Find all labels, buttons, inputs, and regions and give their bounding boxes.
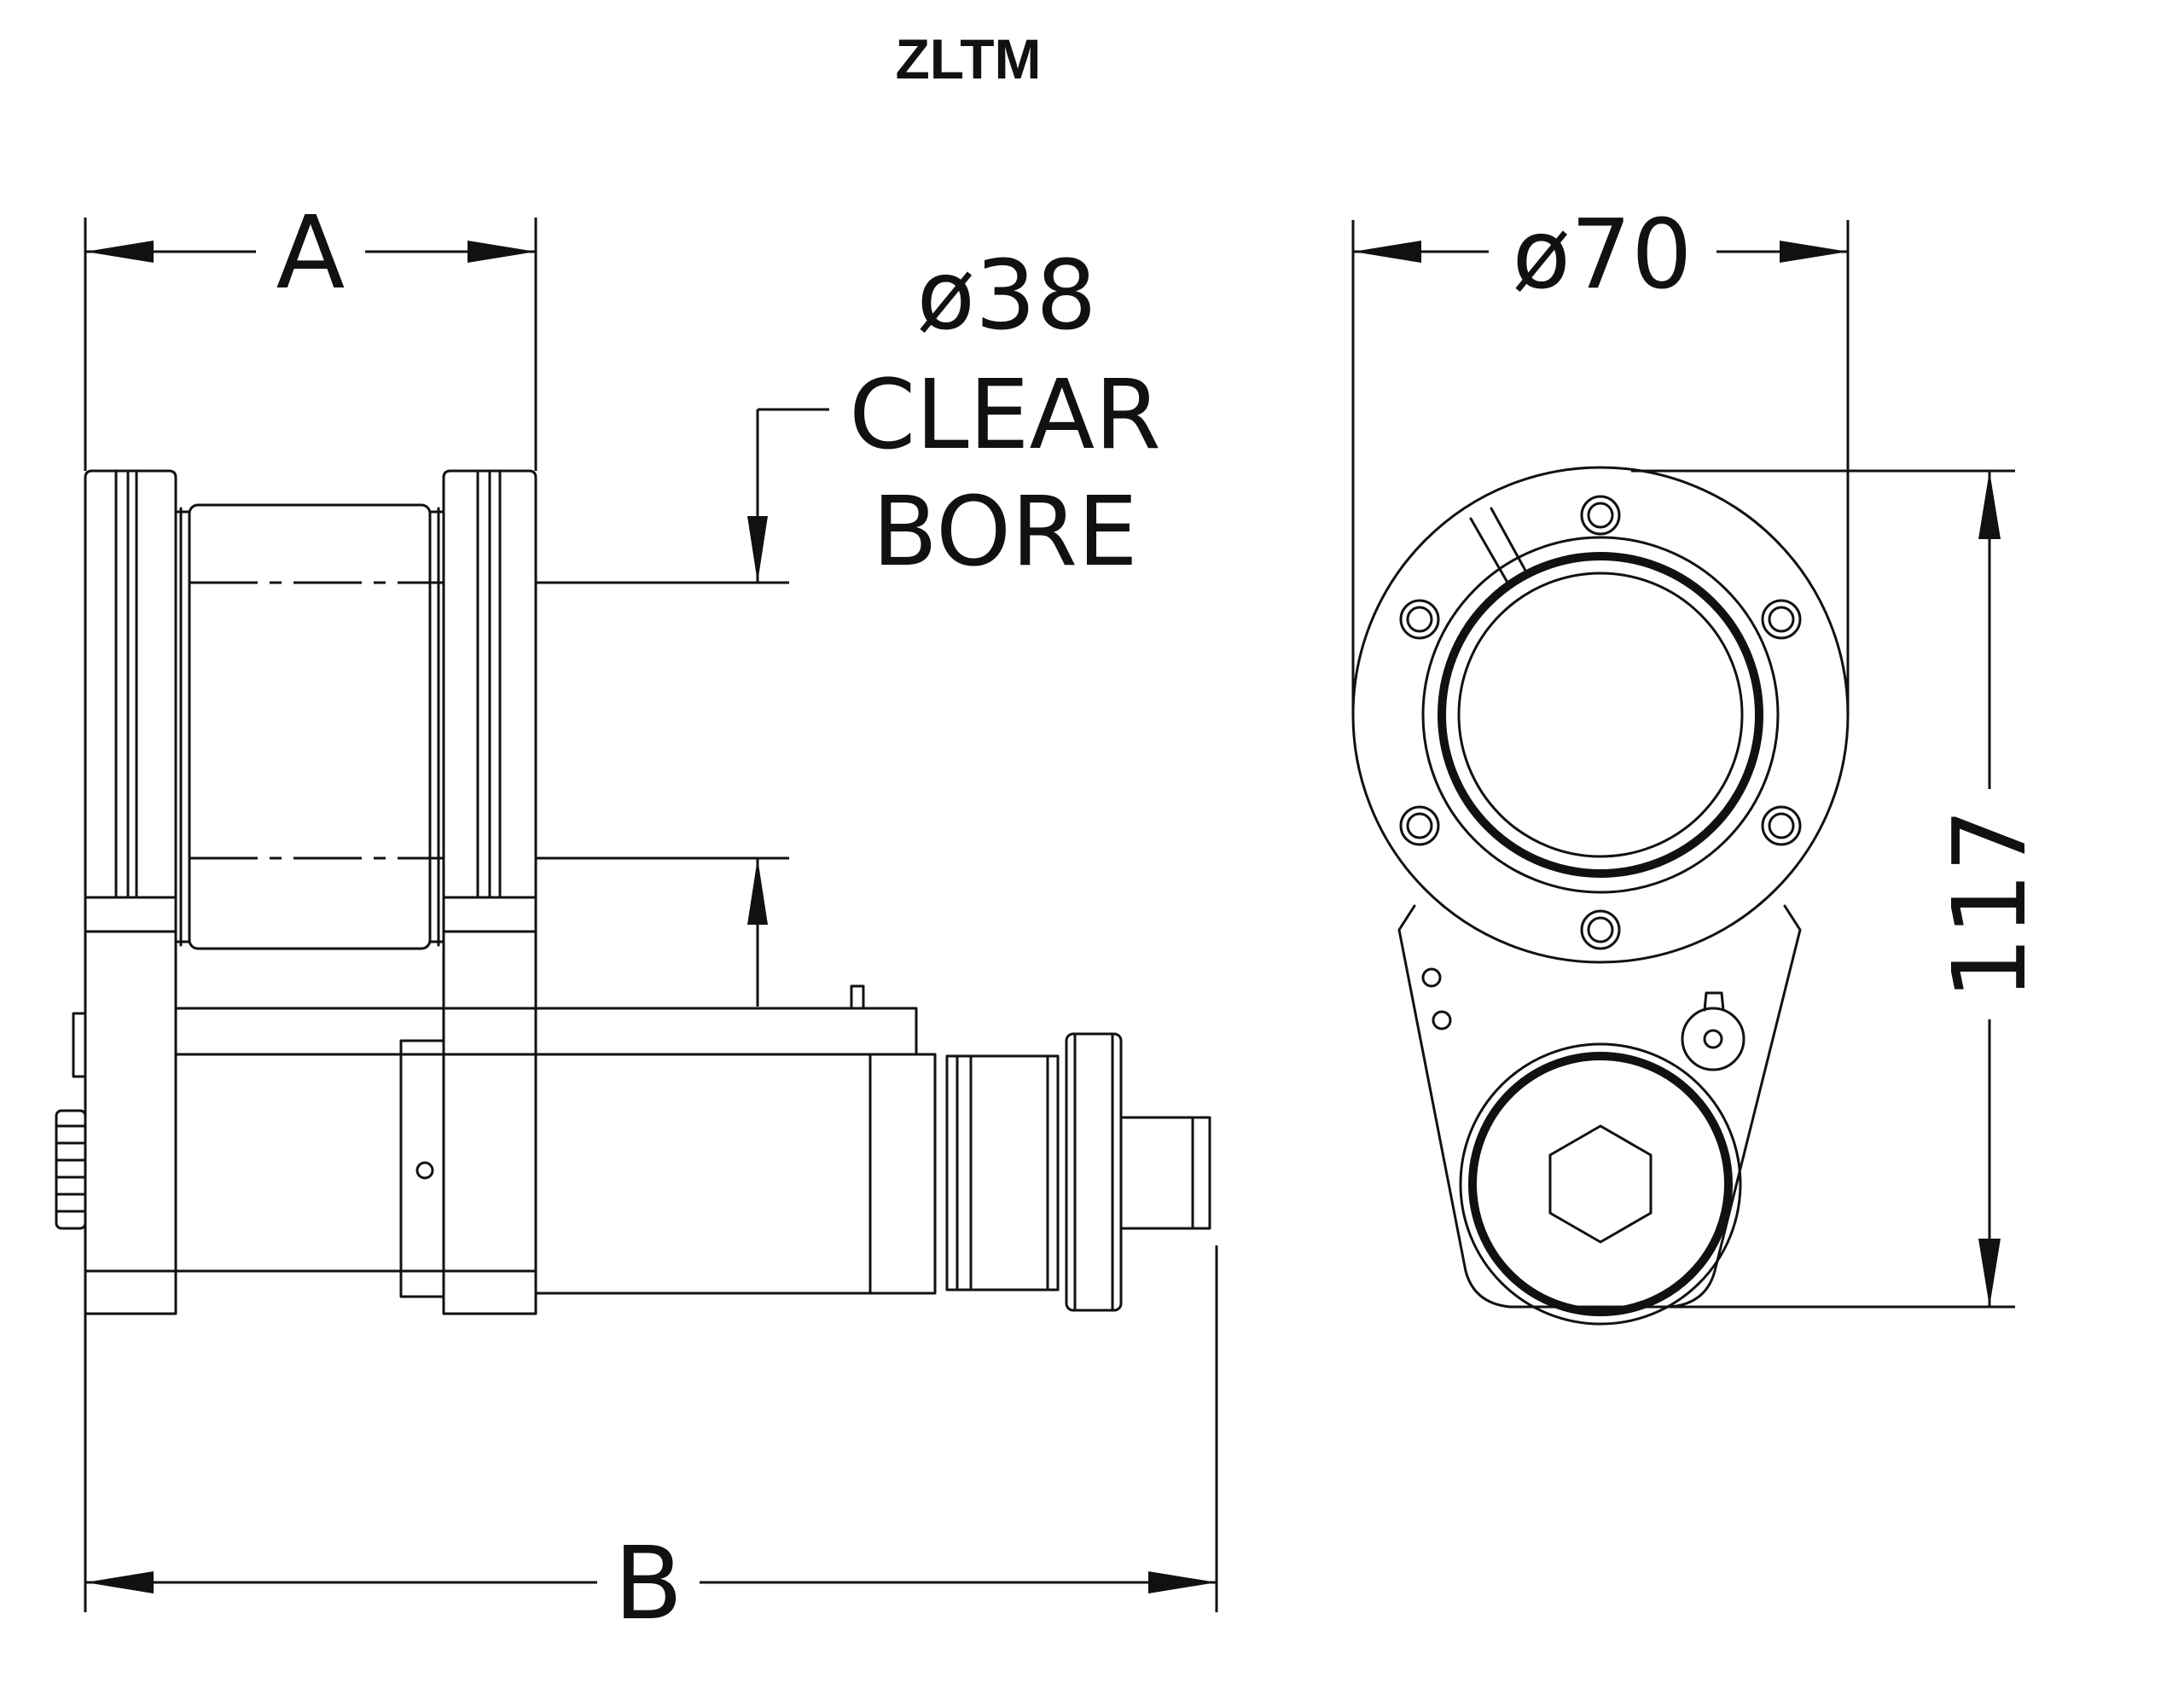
flange-outer [1351,466,1850,964]
drawing-title: ZLTM [895,27,1041,90]
bore-label: BORE [872,477,1138,588]
drive-wheel [1459,1042,1742,1326]
clear-label: CLEAR [849,360,1161,471]
arm-hole-upper [1421,967,1442,988]
clear-bore-callout: ø38 CLEAR BORE [747,241,1161,1007]
flange-diameter-label: ø70 [1512,200,1692,311]
dimension-a-label: A [276,194,346,311]
lower-arm [1397,904,1802,1309]
right-housing-plate [442,469,537,1315]
left-housing-plate [84,469,177,1315]
dimension-b: B [85,1524,1217,1642]
bore-diameter-label: ø38 [916,241,1096,351]
spindle-shaft [945,1032,1211,1312]
bore-ring-outer [1421,536,1780,894]
dimension-a: A [85,194,536,311]
side-view: A B ø38 CLEAR BORE [55,194,1218,1642]
knurled-knob [55,1012,87,1230]
dimension-phi70: ø70 [1353,200,1848,311]
dimension-height: 117 [1931,471,2048,1307]
motor-body [174,984,937,1298]
front-view: ø70 117 [1351,200,2048,1326]
bolt-holes [1399,495,1802,950]
dimension-b-label: B [614,1524,683,1642]
arm-hole-lower [1432,1010,1452,1030]
hex-nut [1548,1124,1653,1244]
bore-ring-thick [1438,552,1763,878]
rotor-body [174,503,445,950]
bore-ring-inner [1457,572,1744,858]
locking-pin [1681,991,1745,1071]
height-label: 117 [1931,808,2048,1000]
